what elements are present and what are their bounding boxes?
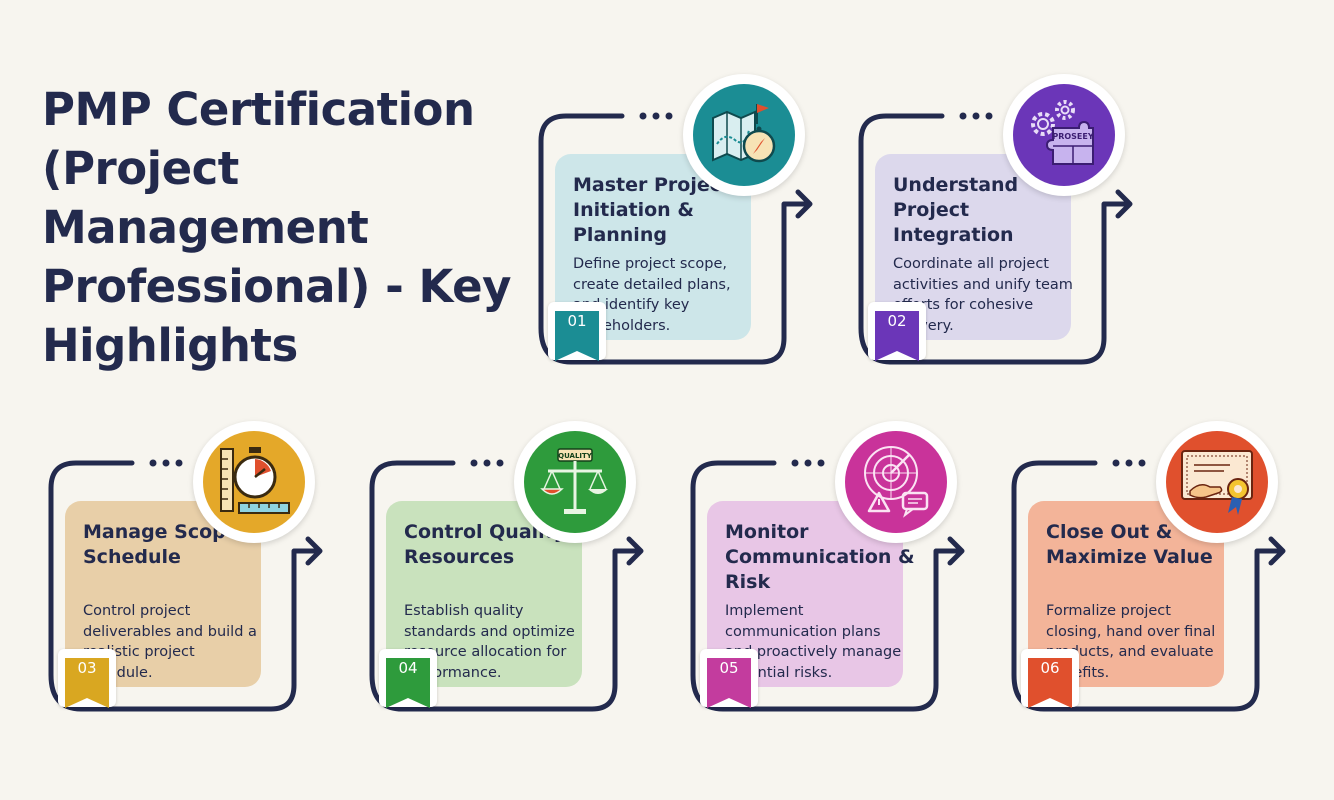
step-heading: Understand Project Integration	[893, 174, 1019, 246]
step-6: Close Out & Maximize Value Formalize pro…	[1001, 421, 1301, 721]
icon-circle	[203, 431, 305, 533]
step-2: Understand Project Integration Coordinat…	[848, 74, 1148, 374]
certificate-handshake-icon	[1181, 450, 1253, 515]
step-number-badge: 06	[1021, 649, 1079, 708]
step-icon-frame	[835, 421, 957, 543]
step-number: 03	[77, 659, 97, 677]
map-compass-icon	[712, 104, 776, 163]
step-description: Implement communication plans and proact…	[725, 603, 902, 681]
step-heading: Master Project Initiation & Planning	[573, 174, 731, 246]
icon-circle	[845, 431, 947, 533]
icon-label: PROSEEY	[1052, 132, 1094, 141]
step-number-badge: 02	[868, 302, 926, 361]
icon-circle: QUALITY	[524, 431, 626, 533]
step-number: 06	[1040, 659, 1060, 677]
icon-circle	[693, 84, 795, 186]
quality-scale-icon: QUALITY	[540, 448, 608, 514]
stopwatch-ruler-icon	[220, 447, 290, 514]
step-icon-frame	[683, 74, 805, 196]
radar-warning-chat-icon	[864, 446, 929, 518]
step-icon-frame	[193, 421, 315, 543]
gears-puzzle-icon: PROSEEY	[1031, 100, 1094, 165]
step-number: 02	[887, 312, 907, 330]
step-number: 01	[567, 312, 587, 330]
step-1: Master Project Initiation & Planning Def…	[528, 74, 828, 374]
step-icon-frame	[1156, 421, 1278, 543]
step-number-badge: 05	[700, 649, 758, 708]
step-number-badge: 03	[58, 649, 116, 708]
step-number-badge: 01	[548, 302, 606, 361]
step-number: 04	[398, 659, 418, 677]
icon-circle: PROSEEY	[1013, 84, 1115, 186]
step-5: Monitor Communication & Risk Implement c…	[680, 421, 980, 721]
step-icon-frame: QUALITY	[514, 421, 636, 543]
step-heading: Monitor Communication & Risk	[725, 521, 915, 593]
icon-circle	[1166, 431, 1268, 533]
page-title: PMP Certification (Project Management Pr…	[42, 83, 511, 372]
step-3: Manage Scope & Schedule Control project …	[38, 421, 338, 721]
step-4: Control Quality & Resources Establish qu…	[359, 421, 659, 721]
step-icon-frame: PROSEEY	[1003, 74, 1125, 196]
step-number: 05	[719, 659, 739, 677]
step-number-badge: 04	[379, 649, 437, 708]
step-heading: Close Out & Maximize Value	[1046, 521, 1213, 568]
icon-label: QUALITY	[558, 452, 593, 460]
step-description: Coordinate all project activities and un…	[893, 256, 1073, 334]
